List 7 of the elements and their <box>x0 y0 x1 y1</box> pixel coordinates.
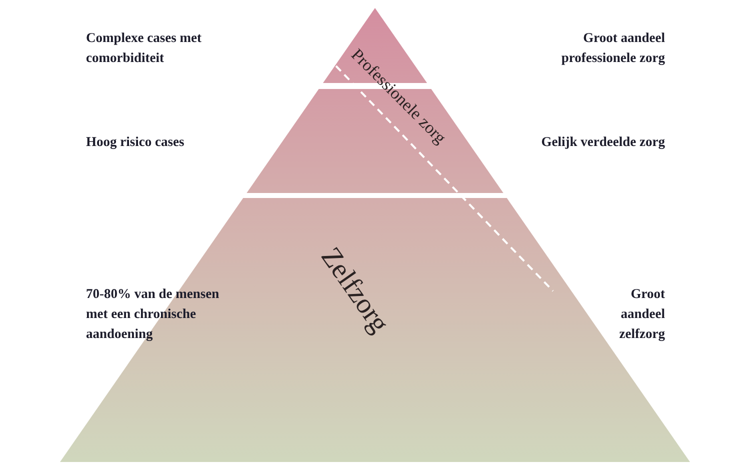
side-label: Groot aandeel zelfzorg <box>618 285 665 343</box>
side-label: Complexe cases met comorbiditeit <box>86 29 202 67</box>
side-label: Groot aandeel professionele zorg <box>560 29 665 67</box>
side-label: 70-80% van de mensen met een chronische aandoening <box>86 285 220 343</box>
side-label: Gelijk verdeelde zorg <box>540 133 665 151</box>
pyramid-section <box>60 198 690 462</box>
side-label: Hoog risico cases <box>86 133 186 151</box>
